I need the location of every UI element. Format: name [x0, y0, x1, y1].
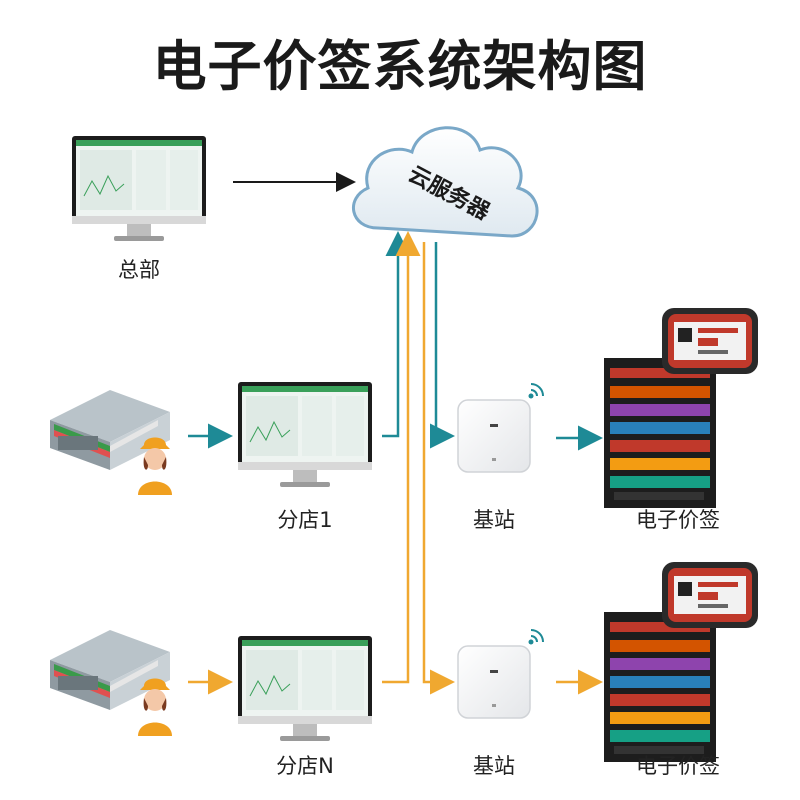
storeN-monitor-icon — [238, 636, 372, 741]
arrow-store1-to-cloud — [382, 231, 411, 438]
esl-shelfN-icon — [604, 562, 758, 762]
wifiN-icon — [528, 629, 544, 645]
eslN-label: 电子价签 — [636, 754, 720, 778]
base-station1-icon — [457, 399, 531, 473]
wifi1-icon — [528, 383, 544, 399]
storeN-clerk-icon — [138, 678, 172, 736]
esl-shelf1-icon — [604, 308, 758, 508]
esl1-label: 电子价签 — [636, 508, 720, 532]
page-title: 电子价签系统架构图 — [152, 35, 648, 98]
base-stationN-icon — [457, 645, 531, 719]
arrow-storeN-to-cloud — [382, 231, 421, 684]
base-station1-label: 基站 — [473, 508, 515, 532]
storeN-label: 分店N — [276, 754, 334, 778]
hq-label: 总部 — [118, 258, 160, 282]
arrow-cloud-to-baseN — [422, 242, 455, 695]
storeN-shop-icon — [50, 630, 170, 710]
store1-clerk-icon — [138, 437, 172, 495]
store1-label: 分店1 — [277, 508, 333, 532]
cloud-server-icon: 云服务器 — [352, 126, 539, 238]
hq-monitor-icon — [72, 136, 206, 241]
store1-shop-icon — [50, 390, 170, 470]
arrow-cloud-to-base1 — [430, 242, 455, 449]
base-stationN-label: 基站 — [473, 754, 515, 778]
store1-monitor-icon — [238, 382, 372, 487]
